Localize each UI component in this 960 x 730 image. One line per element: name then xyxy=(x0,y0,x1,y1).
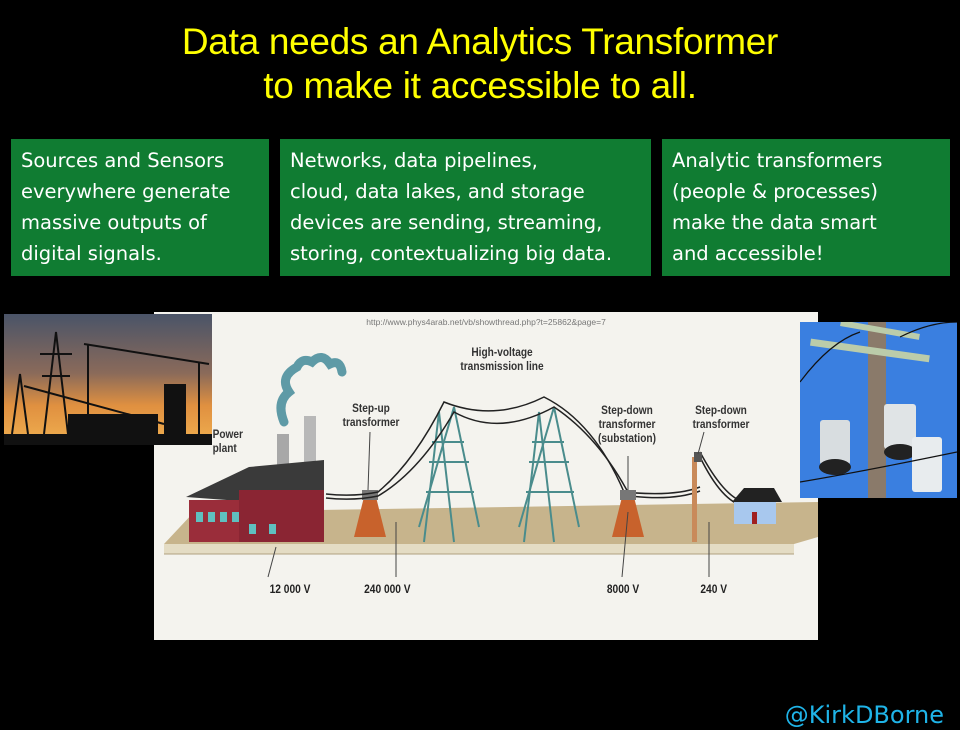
label-transmission-line: High-voltage transmission line xyxy=(460,347,544,373)
substation-sunset-photo xyxy=(4,314,212,445)
label-step-up-transformer: Step-up transformer xyxy=(342,403,400,429)
title-line-1: Data needs an Analytics Transformer xyxy=(181,21,779,62)
label-step-down-transformer: Step-down transformer xyxy=(692,405,750,431)
analytics-box: Analytic transformers (people & processe… xyxy=(662,139,950,276)
power-grid-diagram: http://www.phys4arab.net/vb/showthread.p… xyxy=(154,312,818,640)
voltage-240000: 240 000 V xyxy=(364,582,411,596)
voltage-12000: 12 000 V xyxy=(269,582,311,596)
pole-transformer-illustration xyxy=(800,322,957,498)
sources-box: Sources and Sensors everywhere generate … xyxy=(11,139,269,276)
twitter-handle: @KirkDBorne xyxy=(784,701,944,729)
label-power-plant: Power plant xyxy=(212,429,243,455)
networks-box: Networks, data pipelines, cloud, data la… xyxy=(280,139,651,276)
slide-title: Data needs an Analytics Transformer to m… xyxy=(0,20,960,108)
voltage-8000: 8000 V xyxy=(606,582,640,596)
voltage-240: 240 V xyxy=(700,582,728,596)
title-line-2: to make it accessible to all. xyxy=(263,65,697,106)
grid-illustration xyxy=(164,353,818,578)
label-step-down-substation: Step-down transformer (substation) xyxy=(598,405,656,445)
substation-silhouette xyxy=(4,314,212,445)
source-url: http://www.phys4arab.net/vb/showthread.p… xyxy=(366,317,606,327)
pole-transformer-photo xyxy=(800,322,957,498)
